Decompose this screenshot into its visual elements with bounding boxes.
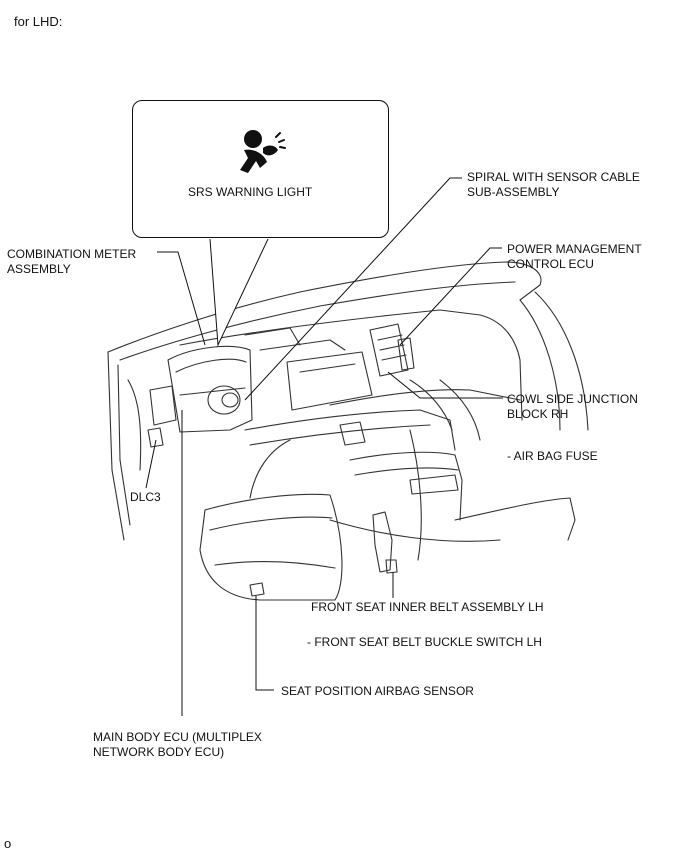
left-pillar: [107, 351, 125, 541]
inner-belt-label: FRONT SEAT INNER BELT ASSEMBLY LH: [311, 600, 544, 614]
seat-sensor-part: [249, 582, 265, 597]
variant-label: for LHD:: [14, 14, 63, 29]
dash-top-outline: [107, 261, 542, 353]
corner-mark: o: [4, 836, 12, 851]
main-body-ecu-label: MAIN BODY ECU (MULTIPLEX NETWORK BODY EC…: [93, 730, 262, 759]
buckle-switch-label: - FRONT SEAT BELT BUCKLE SWITCH LH: [307, 635, 542, 649]
power-ecu-part: [369, 323, 409, 377]
callout-pointer: [209, 238, 269, 347]
leader-spiral-cable: [244, 177, 462, 401]
srs-warning-light-label: SRS WARNING LIGHT: [188, 185, 313, 199]
cowl-junction-label: COWL SIDE JUNCTION BLOCK RH: [507, 392, 638, 421]
leader-power-ecu: [399, 247, 502, 346]
spiral-cable-part: [207, 385, 241, 415]
airbag-person-icon: [240, 130, 286, 173]
power-mgmt-ecu-label: POWER MANAGEMENT CONTROL ECU: [507, 242, 642, 271]
spiral-cable-label: SPIRAL WITH SENSOR CABLE SUB-ASSEMBLY: [467, 170, 640, 199]
air-bag-fuse-label: - AIR BAG FUSE: [507, 449, 598, 463]
center-console: [244, 409, 456, 451]
meter-cluster: [167, 345, 253, 433]
dlc3-label: DLC3: [130, 490, 161, 504]
combination-meter-label: COMBINATION METER ASSEMBLY: [7, 247, 137, 276]
buckle-part: [372, 511, 393, 573]
seat-sensor-label: SEAT POSITION AIRBAG SENSOR: [281, 684, 474, 698]
leader-combination-meter: [157, 251, 206, 346]
seat-outline: [199, 493, 343, 601]
srs-warning-callout: [132, 100, 389, 238]
leader-seat-sensor: [255, 596, 274, 691]
leader-cowl-junction: [387, 371, 503, 399]
leader-dlc3: [145, 439, 157, 489]
